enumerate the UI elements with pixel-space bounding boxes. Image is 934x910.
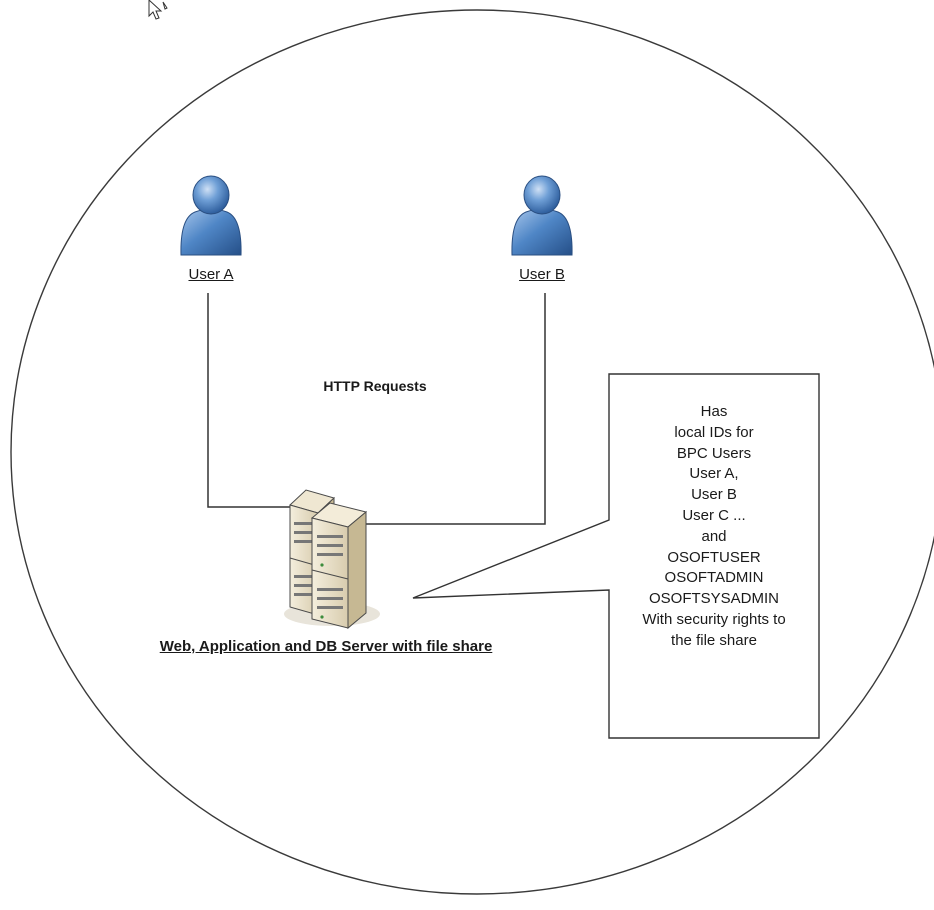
cursor-icon bbox=[148, 0, 168, 20]
callout-box bbox=[412, 373, 820, 739]
callout-line: OSOFTSYSADMIN bbox=[648, 590, 779, 608]
user-icon bbox=[511, 175, 573, 256]
callout-line: OSOFTUSER bbox=[667, 548, 761, 566]
callout-line: User B bbox=[691, 486, 737, 504]
callout-line: User C ... bbox=[682, 506, 746, 524]
connection-line-user-b bbox=[366, 293, 546, 525]
callout-line: User A, bbox=[689, 465, 739, 483]
callout-line: local IDs for bbox=[674, 423, 754, 441]
boundary-circle bbox=[10, 9, 934, 895]
callout-line: Has bbox=[700, 403, 728, 420]
user-a-label: User A bbox=[188, 266, 234, 283]
connection-line-user-a bbox=[207, 293, 292, 508]
callout-line: and bbox=[701, 527, 727, 545]
connection-label: HTTP Requests bbox=[323, 378, 427, 394]
server-icon bbox=[284, 489, 380, 630]
callout-line: the file share bbox=[671, 631, 757, 649]
user-b-label: User B bbox=[519, 266, 565, 283]
callout-line: With security rights to bbox=[642, 610, 786, 628]
callout-line: BPC Users bbox=[676, 444, 752, 462]
user-icon bbox=[180, 175, 242, 256]
server-label: Web, Application and DB Server with file… bbox=[159, 638, 493, 655]
callout-text: Has local IDs for BPC Users User A, User… bbox=[610, 402, 818, 652]
callout-line: OSOFTADMIN bbox=[664, 569, 764, 587]
